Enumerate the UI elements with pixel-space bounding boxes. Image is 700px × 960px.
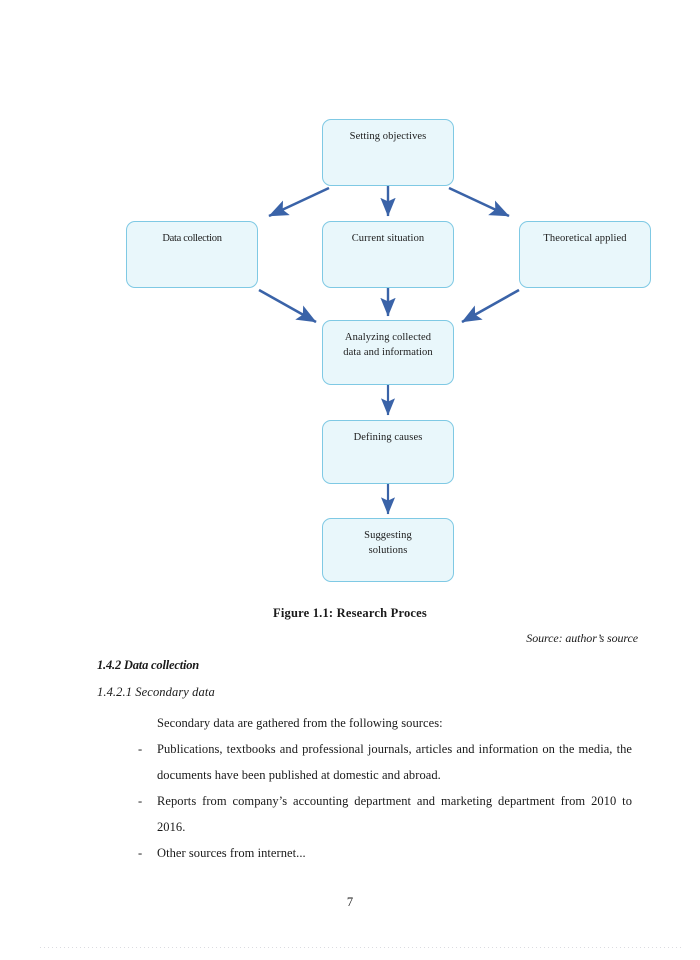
flow-node-label: Data collection (162, 233, 222, 244)
bullet-item: Publications, textbooks and professional… (157, 742, 632, 782)
research-process-diagram (258, 186, 520, 515)
flow-node-label-line1: Analyzing collected (344, 332, 432, 343)
page-number: 7 (346, 895, 354, 909)
scan-artifact-line (40, 947, 682, 948)
bullet-marker: - (138, 742, 143, 756)
flow-node-analyzing-collected-data[interactable]: Analyzing collected data and information (322, 320, 454, 385)
flow-node-suggesting-solutions[interactable]: Suggesting solutions (322, 518, 454, 582)
flow-node-current-situation[interactable]: Current situation (322, 221, 454, 288)
arrow-data-collection-to-analyzing (258, 288, 317, 324)
figure-caption: Figure 1.1: Research Proces (273, 606, 427, 620)
flow-node-defining-causes[interactable]: Defining causes (322, 420, 454, 484)
heading-data-collection: 1.4.2 Data collection (97, 658, 200, 672)
flow-node-label: Defining causes (353, 432, 423, 443)
bullet-item: Other sources from internet... (157, 846, 306, 860)
flow-node-theoretical-applied[interactable]: Theoretical applied (519, 221, 651, 288)
flow-node-setting-objectives[interactable]: Setting objectives (322, 119, 454, 186)
bullet-marker: - (138, 794, 143, 808)
flow-node-label-line2: solutions (368, 545, 408, 557)
arrow-objectives-to-data-collection (268, 186, 330, 218)
heading-secondary-data: 1.4.2.1 Secondary data (97, 685, 215, 699)
arrow-theoretical-to-analyzing (461, 288, 520, 324)
flow-node-label: Current situation (351, 233, 425, 244)
bullet-marker: - (138, 846, 143, 860)
flow-node-label-line1: Suggesting (364, 530, 412, 541)
paragraph-lead: Secondary data are gathered from the fol… (157, 716, 443, 730)
arrow-objectives-to-theoretical (448, 186, 510, 218)
flow-node-label: Setting objectives (349, 131, 427, 142)
bullet-item: Reports from company’s accounting depart… (157, 794, 632, 834)
flow-node-label-line2: data and information (343, 347, 433, 359)
flow-node-label: Theoretical applied (543, 233, 627, 244)
flow-node-data-collection[interactable]: Data collection (126, 221, 258, 288)
figure-source: Source: author’s source (526, 631, 638, 645)
